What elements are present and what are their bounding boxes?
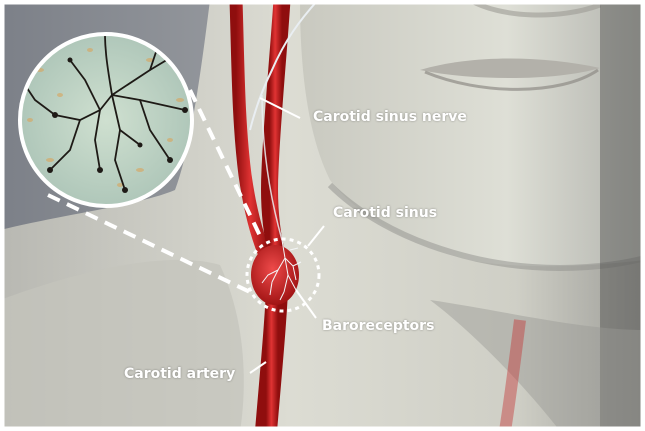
carotid-sinus-nerve-label: Carotid sinus nerve: [313, 109, 467, 125]
carotid-sinus-label: Carotid sinus: [333, 205, 437, 221]
internal-carotid-branch: [269, 0, 282, 265]
carotid-artery-label: Carotid artery: [124, 366, 235, 382]
baroreceptors-label: Baroreceptors: [322, 318, 434, 334]
